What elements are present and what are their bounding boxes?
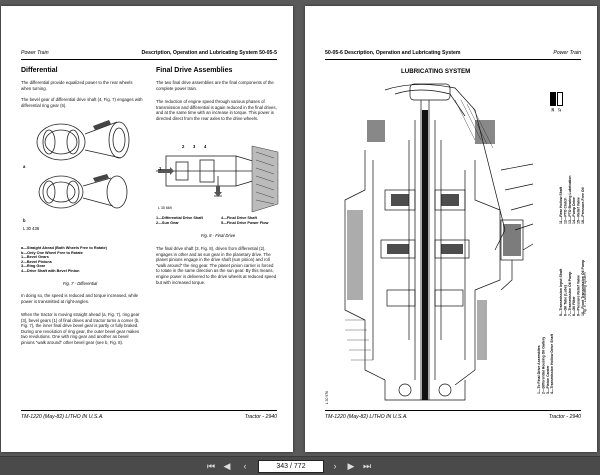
fig7-code: L 30 436 — [23, 226, 40, 231]
legend-item: 4—Transmission Hollow Drive Shaft — [550, 334, 555, 394]
fig8-callout-4: 4 — [204, 144, 207, 149]
next-page-icon[interactable]: ▶ — [347, 461, 355, 471]
previous-page-icon[interactable]: ◀ — [223, 461, 231, 471]
left-page-header: Power Train Description, Operation and L… — [21, 50, 277, 60]
right-header-section: Power Train — [553, 50, 581, 56]
fig7-legend-item: a—Straight Ahead (Both Wheels Free to Ro… — [21, 246, 107, 250]
differential-paragraph-3: In doing so, the speed is reduced and to… — [21, 293, 139, 304]
key-swatch-16 — [550, 92, 556, 106]
right-footer-model: Tractor - 2940 — [548, 414, 581, 420]
fig8-legend-right: 4—Final Drive Shaft 5—Final Drive Power … — [221, 216, 283, 225]
key-swatch-17 — [557, 92, 563, 106]
fig8-callout-1: 1 — [159, 166, 162, 171]
fig7-label-b: b — [23, 218, 26, 223]
left-header-section: Power Train — [21, 50, 49, 56]
differential-paragraph-1: The differential provide equalized power… — [21, 80, 133, 91]
left-page: Power Train Description, Operation and L… — [1, 6, 293, 452]
fig7-legend-item: 2—Bevel Pinions — [21, 259, 52, 264]
right-page-footer: TM-1220 (May-82) LITHO IN U.S.A. Tractor… — [325, 410, 581, 422]
first-page-icon[interactable]: ⏮ — [206, 461, 216, 471]
page-back-icon[interactable]: ‹ — [243, 461, 247, 471]
key-label-16: 16 — [551, 108, 555, 112]
fig8-callout-2: 2 — [182, 144, 185, 149]
viewer-toolbar: ⏮ ◀ ‹ 343 / 772 › ▶ ⏭ — [0, 456, 600, 475]
fig7-label-a: a — [23, 164, 26, 169]
left-header-title: Description, Operation and Lubricating S… — [141, 50, 277, 56]
final-drive-paragraph-2: The reduction of engine speed through va… — [156, 99, 277, 121]
final-drive-heading: Final Drive Assemblies — [156, 67, 233, 74]
left-footer-manual: TM-1220 (May-82) LITHO IN U.S.A. — [21, 414, 104, 420]
fig7-legend-item: 1—Bevel Gears — [21, 255, 49, 260]
fig7-legend-item: b—Only One Wheel Free to Rotate — [21, 250, 83, 255]
fig8-legend-item: 5—Final Drive Power Flow — [221, 220, 269, 225]
fig8-legend-item: 2—Sun Gear — [156, 220, 179, 225]
differential-paragraph-4: When the tractor is moving straight ahea… — [21, 312, 140, 345]
fig8-legend-item: 4—Final Drive Shaft — [221, 216, 257, 220]
differential-heading: Differential — [21, 67, 58, 74]
key-label-17: 17 — [558, 108, 562, 112]
right-page-header: 50-05-6 Description, Operation and Lubri… — [325, 50, 581, 60]
right-header-title: 50-05-6 Description, Operation and Lubri… — [325, 50, 461, 56]
right-footer-manual: TM-1220 (May-82) LITHO IN U.S.A. — [325, 414, 408, 420]
right-page: 50-05-6 Description, Operation and Lubri… — [305, 6, 597, 452]
lubricating-system-diagram — [344, 83, 534, 401]
legend-column-1: 1—To Final Drive Assemblies 2—Differenti… — [537, 234, 555, 394]
page-number-input[interactable]: 343 / 772 — [258, 460, 324, 473]
fig9-caption: Fig. 9 - Lubricating System — [583, 272, 587, 314]
differential-illustration — [36, 120, 130, 209]
left-page-footer: TM-1220 (May-82) LITHO IN U.S.A. Tractor… — [21, 410, 277, 422]
legend-column-2: 5—Transmission Input Shaft 6—Oil Tube (L… — [559, 228, 585, 316]
fig8-caption: Fig. 8 - Final Drive — [201, 233, 236, 238]
fig8-legend-left: 1—Differential Drive Shaft 2—Sun Gear — [156, 216, 216, 225]
last-page-icon[interactable]: ⏭ — [362, 461, 372, 471]
lubricating-system-title: LUBRICATING SYSTEM — [401, 68, 471, 75]
legend-column-3: 11—Rear Hollow Shaft 12—PTO Clutch 13—PT… — [559, 124, 585, 224]
final-drive-paragraph-3: The final drive shaft (3, Fig. 8), drive… — [156, 246, 277, 285]
fig7-legend-item: 3—Ring Gear — [21, 264, 46, 269]
fig8-code: L 30 669 — [158, 206, 172, 210]
differential-paragraph-2: The bevel gear of differential drive sha… — [21, 97, 143, 108]
right-fig-code: L 30 576 — [325, 391, 329, 405]
fig8-legend-item: 1—Differential Drive Shaft — [156, 216, 203, 220]
fig8-callout-3: 3 — [193, 144, 196, 149]
page-forward-icon[interactable]: › — [333, 461, 337, 471]
final-drive-illustration — [156, 145, 279, 213]
final-drive-paragraph-1: The two final drive assemblies are the f… — [156, 80, 274, 91]
left-footer-model: Tractor - 2940 — [244, 414, 277, 420]
fig7-legend: a—Straight Ahead (Both Wheels Free to Ro… — [21, 246, 145, 274]
fig7-legend-item: 4—Drive Shaft with Bevel Pinion — [21, 268, 80, 273]
legend-item: 16—Pressure-Free Oil — [581, 187, 586, 224]
fig7-caption: Fig. 7 - Differential — [63, 281, 98, 286]
